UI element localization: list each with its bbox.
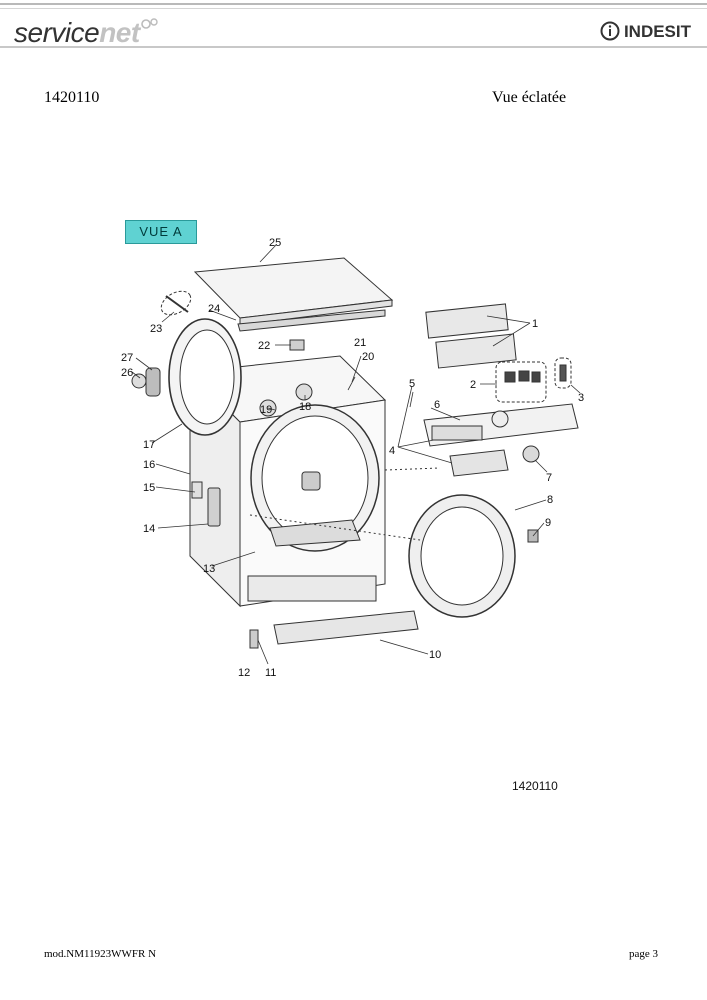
callout-1: 1	[532, 318, 538, 330]
header-rule-top-thin	[0, 8, 707, 9]
callout-27: 27	[121, 352, 133, 364]
document-title: Vue éclatée	[492, 89, 567, 106]
callout-12: 12	[238, 667, 250, 679]
callout-2: 2	[470, 379, 476, 391]
callout-7: 7	[546, 472, 552, 484]
logo-text-service: service	[14, 17, 100, 48]
callout-8: 8	[547, 494, 553, 506]
callout-26: 26	[121, 367, 133, 379]
part-drum-floor	[269, 519, 361, 547]
gear-icon	[140, 18, 158, 29]
part-pcb-top	[425, 303, 509, 339]
part-foot	[249, 629, 259, 649]
header-rule-top	[0, 3, 707, 5]
indesit-logo: INDESIT	[600, 21, 691, 42]
callout-25: 25	[269, 237, 281, 249]
callout-5: 5	[409, 378, 415, 390]
callout-22: 22	[258, 340, 270, 352]
document-number: 1420110	[44, 89, 100, 106]
callout-18: 18	[299, 401, 311, 413]
indesit-logo-text: INDESIT	[623, 22, 691, 41]
info-circle-icon	[600, 21, 620, 41]
part-cable-group	[160, 290, 192, 316]
part-led-strip	[554, 357, 572, 389]
part-kickplate	[273, 610, 419, 645]
callout-15: 15	[143, 482, 155, 494]
part-filter-cap	[131, 373, 147, 389]
figure-code: 1420110	[512, 779, 558, 793]
callout-4: 4	[389, 445, 395, 457]
part-drum-paddle	[301, 471, 321, 491]
part-buttons-group	[495, 361, 547, 403]
part-kick-area	[247, 575, 377, 602]
part-filter-holder	[145, 367, 161, 397]
callout-24: 24	[208, 303, 220, 315]
callout-17: 17	[143, 439, 155, 451]
view-label-badge: VUE A	[125, 220, 197, 244]
callout-3: 3	[578, 392, 584, 404]
part-knob	[522, 445, 540, 463]
callout-11: 11	[265, 667, 276, 679]
callout-23: 23	[150, 323, 162, 335]
footer-page-number: page 3	[629, 948, 659, 960]
part-pressure-switch	[295, 383, 313, 401]
callout-14: 14	[143, 523, 155, 535]
logo-text-net: net	[99, 17, 140, 48]
servicenet-logo: servicenet	[14, 17, 159, 49]
header-rule-bottom	[0, 46, 707, 48]
part-lock-cover	[191, 481, 203, 499]
part-frame-strip	[237, 309, 386, 332]
part-detergent-drawer	[449, 449, 509, 477]
callout-21: 21	[354, 337, 366, 349]
leader-lines	[131, 244, 581, 665]
part-door-lock	[207, 487, 221, 527]
callout-13: 13	[203, 563, 215, 575]
part-door-glass	[420, 506, 504, 606]
callout-20: 20	[362, 351, 374, 363]
callout-10: 10	[429, 649, 441, 661]
footer-model: mod.NM11923WWFR N	[44, 948, 157, 960]
callout-16: 16	[143, 459, 155, 471]
part-sensor	[289, 339, 305, 351]
callout-19: 19	[260, 404, 272, 416]
callout-6: 6	[434, 399, 440, 411]
part-top-lid-edge	[239, 299, 393, 326]
callout-numbers: 1 2 3 4 5 6 7 8 9 10 11 12 13 14 15 16 1…	[121, 237, 584, 679]
callout-9: 9	[545, 517, 551, 529]
part-pcb-bottom	[435, 333, 517, 369]
